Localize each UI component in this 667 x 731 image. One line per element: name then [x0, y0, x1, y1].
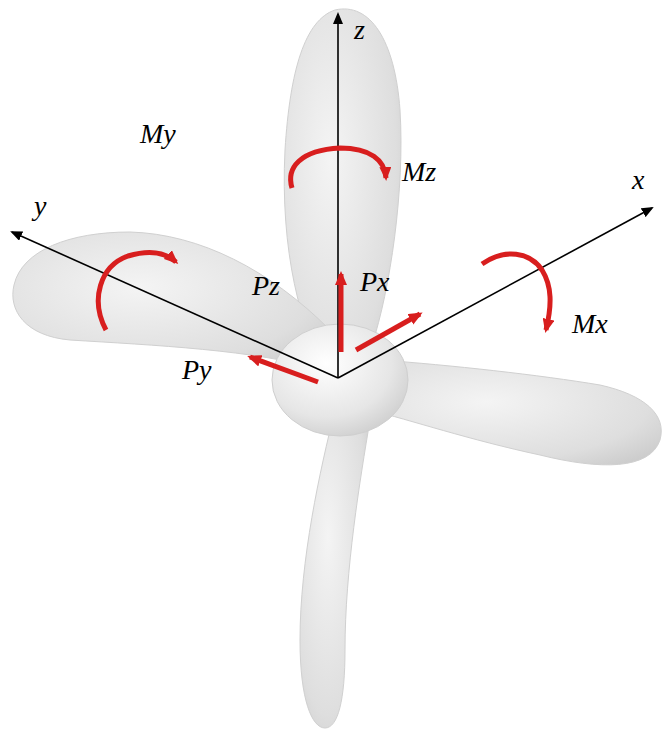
axis-label: Mz	[402, 158, 436, 186]
moment-arrow	[98, 253, 176, 330]
axis-label: My	[140, 120, 176, 148]
axis-label: Px	[360, 268, 390, 296]
force-arrow	[339, 274, 344, 352]
y-axis	[12, 232, 338, 378]
moment-arrow	[291, 148, 386, 188]
axis-label: x	[632, 166, 644, 194]
force-arrow	[250, 357, 318, 382]
moment-arrow	[482, 254, 550, 330]
force-arrow	[356, 314, 420, 350]
axis-label: Py	[182, 356, 212, 384]
blade	[370, 360, 661, 465]
axis-label: z	[354, 16, 365, 44]
axis-label: Mx	[572, 310, 608, 338]
blade	[300, 410, 370, 728]
axis-label: Pz	[252, 272, 280, 300]
axis-label: y	[34, 192, 46, 220]
x-axis	[338, 208, 652, 378]
